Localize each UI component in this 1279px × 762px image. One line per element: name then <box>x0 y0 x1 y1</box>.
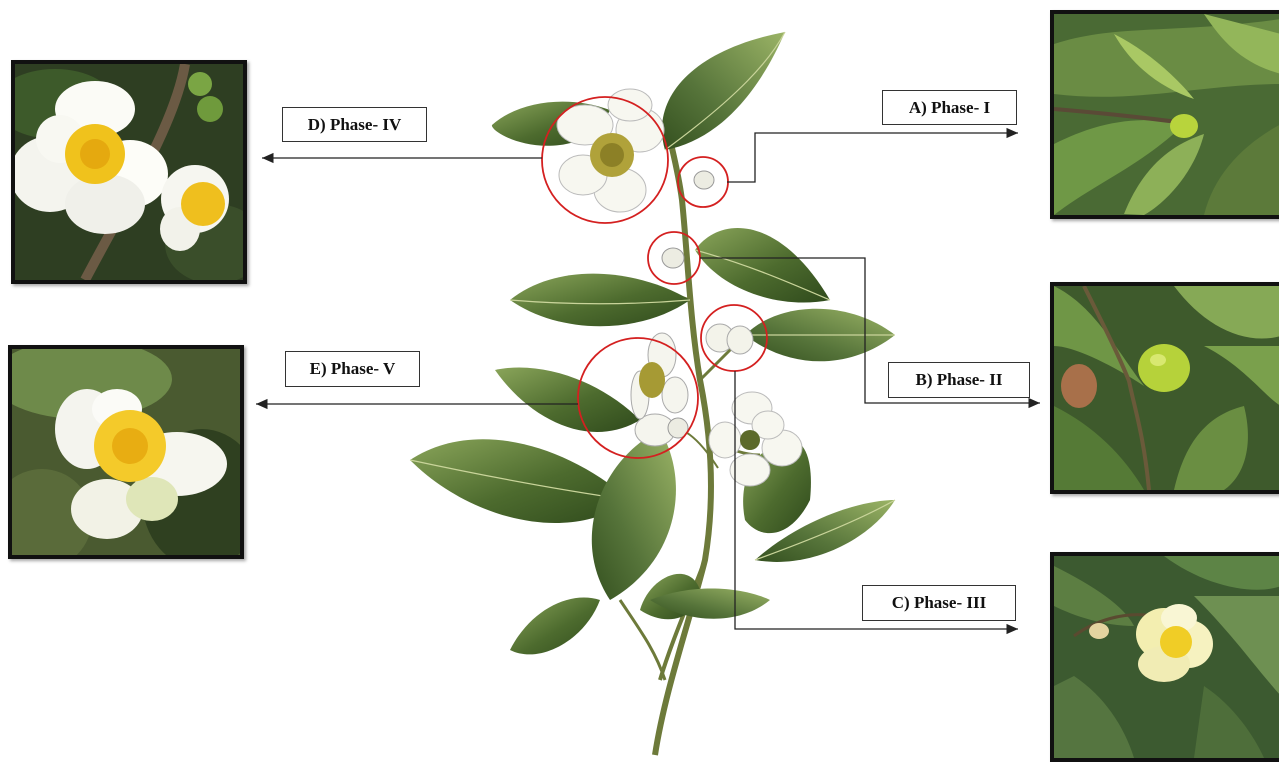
bud-phase-i <box>694 171 714 189</box>
arrow-phase-i <box>727 133 1018 182</box>
photo-phase-v <box>8 345 244 559</box>
flower-phase-v <box>631 333 688 446</box>
bud-phase-ii <box>662 248 684 268</box>
flower-phase-iv <box>557 89 664 212</box>
label-phase-iv: D) Phase- IV <box>282 107 427 142</box>
photo-phase-iv <box>11 60 247 284</box>
photo-phase-i <box>1050 10 1279 219</box>
photo-phase-ii <box>1050 282 1279 494</box>
photo-phase-iii <box>1050 552 1279 762</box>
plant-illustration <box>410 32 895 755</box>
label-phase-ii: B) Phase- II <box>888 362 1030 398</box>
label-phase-iii: C) Phase- III <box>862 585 1016 621</box>
label-phase-v: E) Phase- V <box>285 351 420 387</box>
label-phase-i: A) Phase- I <box>882 90 1017 125</box>
